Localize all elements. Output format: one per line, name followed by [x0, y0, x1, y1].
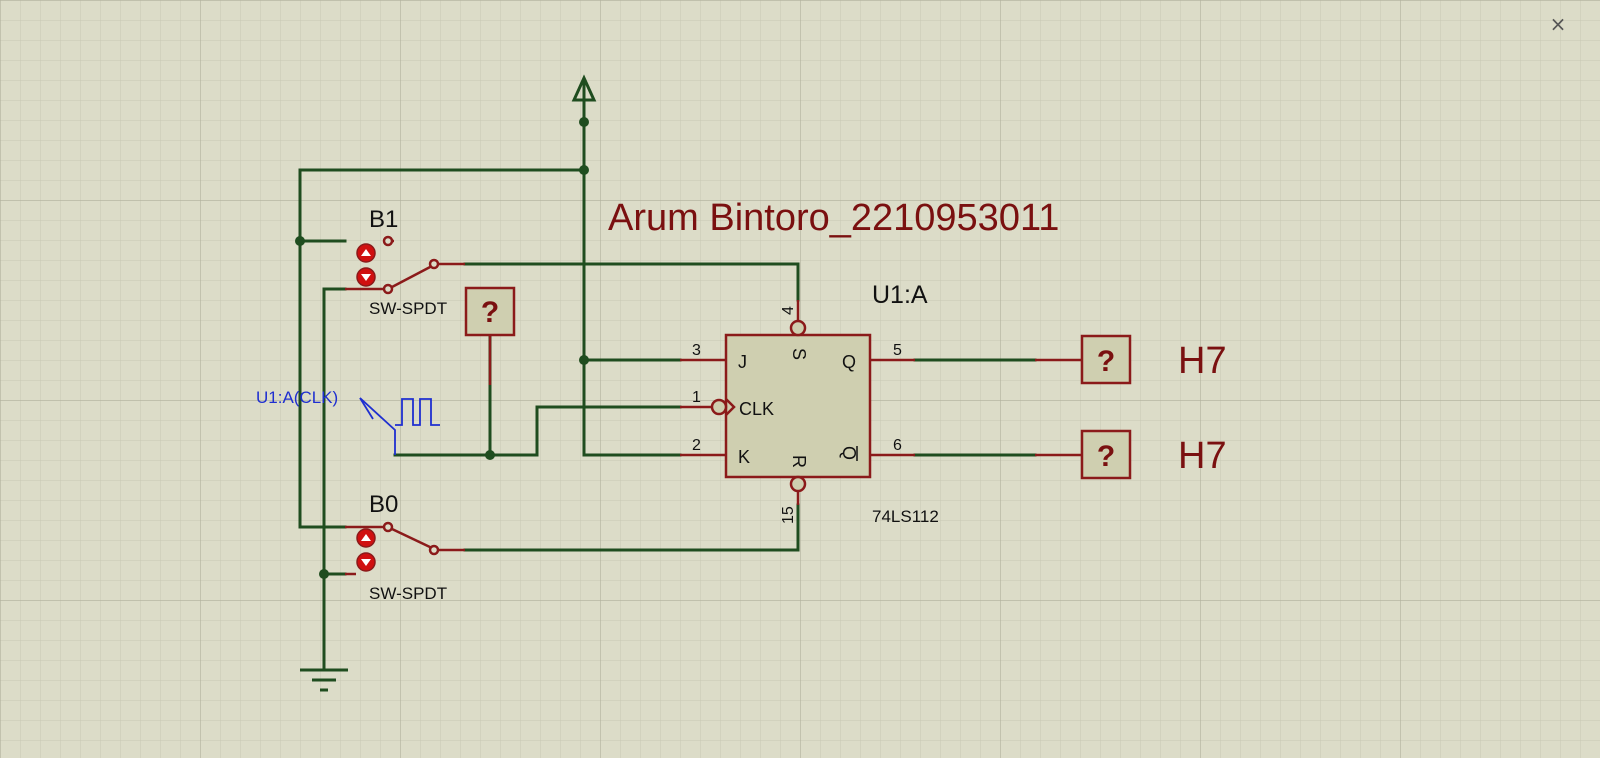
logic-probe-q[interactable]: ? H7 — [1035, 334, 1227, 385]
logic-probe-clk[interactable]: ? — [464, 286, 516, 385]
pin-qbar-number: 6 — [893, 437, 902, 454]
pin-qbar-name: Q — [839, 446, 859, 460]
junction-dot — [295, 236, 305, 246]
switch-down-button-icon[interactable] — [356, 552, 376, 572]
switch-down-button-icon[interactable] — [356, 267, 376, 287]
logic-probe-qbar[interactable]: ? H7 — [1035, 429, 1227, 480]
probe-q-label: H7 — [1178, 340, 1227, 382]
pin-k-number: 2 — [692, 437, 701, 454]
junction-dot — [579, 355, 589, 365]
switch-up-button-icon[interactable] — [356, 528, 376, 548]
pin-s-number: 4 — [780, 306, 797, 315]
switch-b1-part: SW-SPDT — [369, 299, 447, 318]
switch-up-button-icon[interactable] — [356, 243, 376, 263]
ground-terminal-icon[interactable] — [300, 668, 348, 692]
pin-clk-name: CLK — [739, 399, 774, 419]
wires — [298, 98, 1037, 672]
close-icon[interactable]: × — [1549, 12, 1567, 36]
junction-dot — [485, 450, 495, 460]
chip-ref: U1:A — [872, 281, 928, 309]
probe-symbol: ? — [1097, 345, 1115, 378]
pin-q-number: 5 — [893, 342, 902, 359]
probe-symbol: ? — [1097, 440, 1115, 473]
probe-qbar-label: H7 — [1178, 435, 1227, 477]
clock-generator[interactable]: U1:A(CLK) — [256, 388, 440, 455]
switch-b0-ref: B0 — [369, 491, 398, 518]
pin-clk-number: 1 — [692, 389, 701, 406]
junction-dot — [319, 569, 329, 579]
junction-dot — [579, 117, 589, 127]
junctions — [295, 117, 589, 579]
pin-r-number: 15 — [780, 506, 797, 524]
junction-dot — [579, 165, 589, 175]
pin-j-number: 3 — [692, 342, 701, 359]
chip-part: 74LS112 — [872, 507, 939, 526]
probe-symbol: ? — [481, 296, 499, 329]
power-terminal-icon[interactable] — [571, 74, 597, 102]
pin-q-name: Q — [842, 352, 856, 372]
switch-b1[interactable]: B1 SW-SPDT — [345, 206, 465, 318]
clock-probe-label: U1:A(CLK) — [256, 388, 338, 407]
switch-b1-ref: B1 — [369, 206, 398, 233]
pin-s-name: S — [789, 348, 809, 360]
jk-flipflop-chip[interactable]: U1:A 74LS112 J CLK K Q S R Q 3 1 2 5 6 — [680, 281, 939, 526]
pin-r-name: R — [789, 455, 809, 468]
pin-j-name: J — [738, 352, 747, 372]
clock-wave-icon — [359, 397, 440, 455]
pin-k-name: K — [738, 447, 750, 467]
diagram-title: Arum Bintoro_2210953011 — [608, 197, 1059, 239]
switch-b0-part: SW-SPDT — [369, 584, 447, 603]
switch-b0[interactable]: B0 SW-SPDT — [345, 491, 465, 603]
